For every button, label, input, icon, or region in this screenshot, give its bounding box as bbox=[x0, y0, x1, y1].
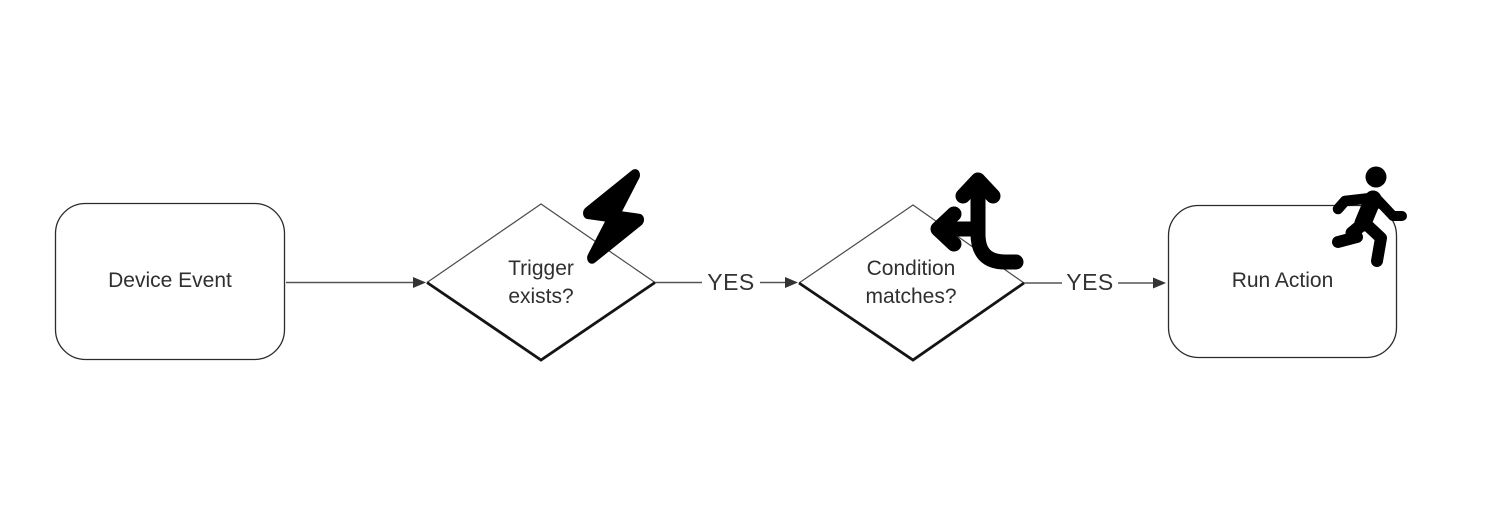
arrowhead-icon bbox=[785, 277, 798, 288]
lightning-bolt-icon bbox=[583, 169, 645, 264]
arrowhead-icon bbox=[1153, 277, 1166, 289]
connector-device-to-trigger bbox=[286, 277, 426, 288]
arrowhead-icon bbox=[413, 277, 426, 288]
connector-trigger-to-condition bbox=[655, 277, 798, 288]
node-shape-device-event bbox=[54, 202, 286, 361]
connector-condition-to-action bbox=[1024, 277, 1166, 289]
node-shape-trigger-exists bbox=[426, 203, 656, 362]
node-shape-condition-matches bbox=[798, 204, 1025, 362]
person-running-icon bbox=[1332, 166, 1407, 267]
split-arrows-icon bbox=[930, 172, 1024, 270]
